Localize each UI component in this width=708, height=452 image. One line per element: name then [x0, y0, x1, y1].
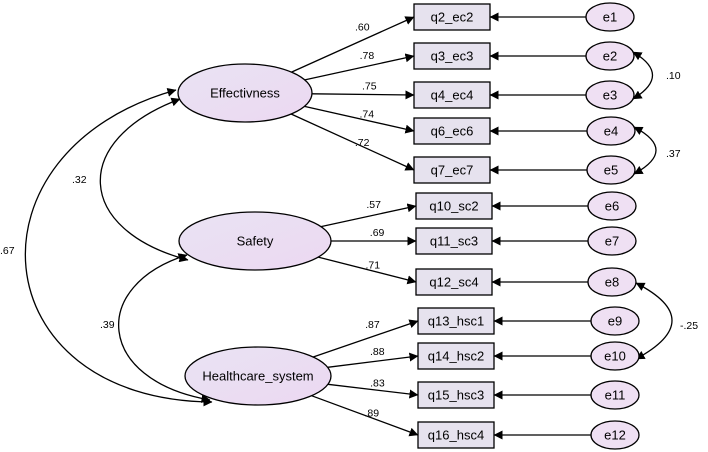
- error-label-e2: e2: [603, 49, 617, 64]
- error-node-e7: [587, 226, 637, 256]
- error-covariance-path-e4-e5: [633, 126, 657, 175]
- indicator-box-q12-sc4: [415, 268, 493, 296]
- indicator-label-q4-ec4: q4_ec4: [431, 88, 474, 103]
- error-label-e11: e11: [605, 388, 626, 403]
- loading-path-q6-ec6: [304, 105, 415, 134]
- loading-path-q16-hsc4: [311, 395, 419, 437]
- error-node-e12: [590, 420, 640, 450]
- indicator-label-q3-ec3: q3_ec3: [431, 49, 474, 64]
- indicator-label-q16-hsc4: q16_hsc4: [428, 428, 484, 443]
- loading-value-q2-ec2: .60: [355, 22, 370, 34]
- indicator-label-q12-sc4: q12_sc4: [429, 275, 478, 290]
- error-covariance-value-e8-e10: -.25: [680, 320, 698, 332]
- loading-value-q10-sc2: .57: [366, 199, 381, 211]
- loading-value-q15-hsc3: .83: [370, 377, 385, 389]
- indicator-label-q2-ec2: q2_ec2: [431, 10, 474, 25]
- error-label-e3: e3: [603, 88, 617, 103]
- loading-path-q3-ec3: [304, 53, 415, 81]
- error-label-e12: e12: [604, 428, 626, 443]
- error-label-e10: e10: [604, 349, 626, 364]
- loading-path-q2-ec2: [291, 16, 415, 73]
- loading-path-q13-hsc1: [312, 319, 419, 358]
- error-node-e11: [590, 380, 640, 410]
- correlation-path-eff-saf: [99, 97, 189, 263]
- indicator-label-q7-ec7: q7_ec7: [431, 163, 474, 178]
- loading-path-q7-ec7: [290, 113, 415, 171]
- paths-layer: [24, 12, 673, 440]
- loading-value-q14-hsc2: .88: [370, 346, 385, 358]
- loading-value-q6-ec6: .74: [359, 109, 374, 121]
- nodes-layer: q2_ec2 e1 q3_ec3 e2 q4_ec4 e3 q6_ec6 e4 q7_ec7 e5…: [177, 2, 640, 450]
- indicator-box-q15-hsc3: [417, 381, 495, 409]
- error-node-e5: [586, 155, 636, 185]
- latent-node-healthcare-system: [184, 346, 332, 406]
- loading-path-q10-sc2: [320, 203, 417, 228]
- error-node-e6: [587, 191, 637, 221]
- coefficients-layer: .60 .78 .75 .74 .72 .57 .69 .71 .87 .88 .83 .89 .32.…: [0, 22, 698, 420]
- indicator-label-q11-sc3: q11_sc3: [430, 234, 478, 249]
- correlation-value-eff-hcs: .67: [0, 245, 15, 257]
- error-label-e7: e7: [605, 234, 619, 249]
- loading-value-q3-ec3: .78: [360, 50, 375, 62]
- correlation-path-eff-hcs: [24, 87, 213, 407]
- loading-value-q12-sc4: .71: [365, 260, 380, 272]
- loading-path-q15-hsc3: [327, 383, 419, 399]
- indicator-box-q4-ec4: [413, 81, 491, 109]
- loading-value-q16-hsc4: .89: [364, 408, 379, 420]
- error-covariance-value-e4-e5: .37: [666, 148, 681, 160]
- error-label-e6: e6: [605, 199, 619, 214]
- error-node-e1: [585, 2, 635, 32]
- error-covariance-value-e2-e3: .10: [666, 70, 681, 82]
- loading-path-q14-hsc2: [327, 352, 419, 368]
- latent-label-effectivness: Effectivness: [210, 86, 280, 101]
- error-covariance-path-e2-e3: [632, 51, 653, 100]
- error-node-e10: [590, 341, 640, 371]
- indicator-label-q6-ec6: q6_ec6: [431, 124, 474, 139]
- indicator-box-q2-ec2: [413, 3, 491, 31]
- correlation-value-saf-hcs: .39: [100, 319, 115, 331]
- indicator-box-q6-ec6: [413, 117, 491, 145]
- indicator-label-q13-hsc1: q13_hsc1: [428, 314, 484, 329]
- loading-path-q4-ec4: [311, 90, 415, 100]
- error-label-e1: e1: [603, 10, 617, 25]
- error-node-e9: [590, 306, 640, 336]
- correlation-value-eff-saf: .32: [72, 174, 87, 186]
- latent-node-safety: [178, 211, 332, 271]
- indicator-box-q13-hsc1: [417, 307, 495, 335]
- indicator-box-q10-sc2: [415, 192, 493, 220]
- indicator-label-q15-hsc3: q15_hsc3: [428, 388, 484, 403]
- latent-node-effectivness: [177, 63, 313, 123]
- loading-value-q13-hsc1: .87: [365, 319, 380, 331]
- error-node-e3: [585, 80, 635, 110]
- error-node-e4: [586, 116, 636, 146]
- loading-value-q7-ec7: .72: [355, 137, 370, 149]
- indicator-label-q14-hsc2: q14_hsc2: [428, 349, 484, 364]
- indicator-box-q7-ec7: [413, 156, 491, 184]
- error-label-e8: e8: [605, 275, 619, 290]
- error-label-e4: e4: [604, 124, 618, 139]
- latent-label-safety: Safety: [237, 234, 274, 249]
- loading-value-q11-sc3: .69: [370, 227, 385, 239]
- indicator-box-q3-ec3: [413, 42, 491, 70]
- indicator-box-q11-sc3: [415, 227, 493, 255]
- loading-path-q12-sc4: [318, 256, 417, 285]
- error-covariance-path-e8-e10: [635, 282, 673, 360]
- error-node-e2: [585, 41, 635, 71]
- indicator-box-q14-hsc2: [417, 342, 495, 370]
- loading-value-q4-ec4: .75: [362, 81, 377, 93]
- latent-label-healthcare-system: Healthcare_system: [202, 369, 313, 384]
- indicator-label-q10-sc2: q10_sc2: [429, 199, 478, 214]
- error-node-e8: [587, 267, 637, 297]
- error-label-e5: e5: [604, 163, 618, 178]
- error-label-e9: e9: [608, 314, 622, 329]
- indicator-box-q16-hsc4: [417, 421, 495, 449]
